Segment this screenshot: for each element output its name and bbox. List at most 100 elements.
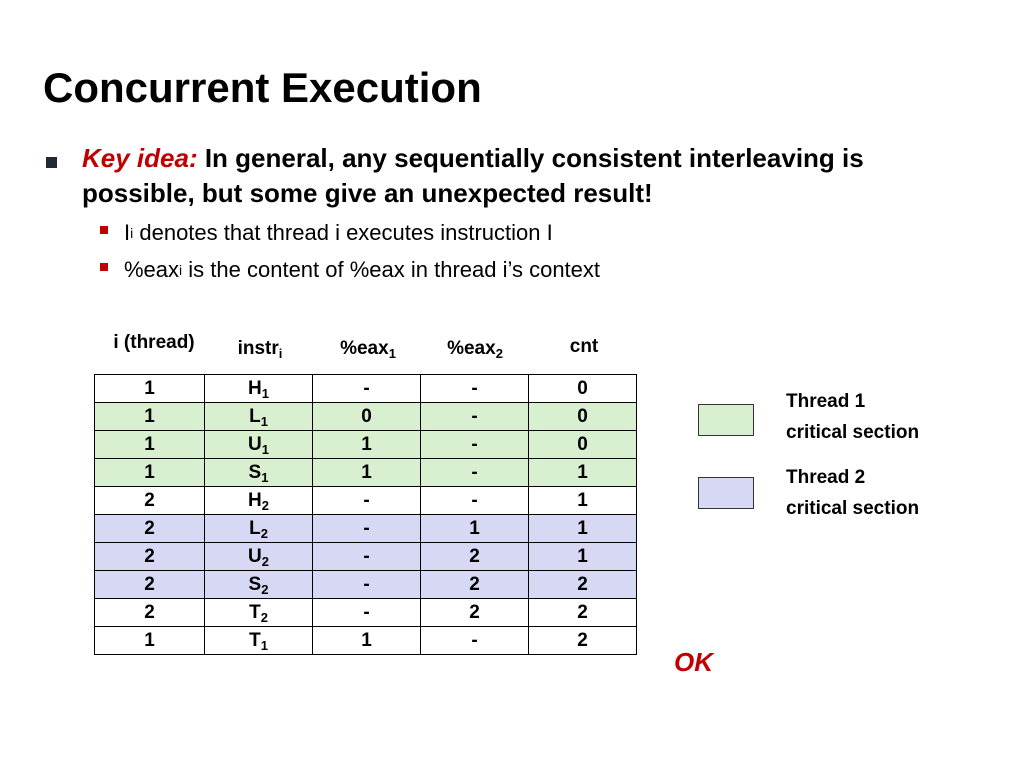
cell-instr-subscript: 1: [261, 385, 269, 401]
cell-instr: S1: [204, 458, 313, 487]
cell-thread-text: 1: [144, 377, 155, 399]
cell-cnt-text: 0: [577, 377, 588, 399]
cell-instr-subscript: 2: [261, 553, 269, 569]
cell-cnt-text: 1: [577, 461, 588, 483]
thread2-legend-swatch: [698, 477, 754, 509]
cell-instr: L1: [204, 402, 313, 431]
cell-thread-text: 1: [144, 433, 155, 455]
sub-bullet-square-icon: [100, 226, 108, 234]
cell-instr: U2: [204, 542, 313, 571]
cell-instr: U1: [204, 430, 313, 459]
header-eax2: %eax2: [420, 338, 530, 360]
cell-eax2: -: [420, 374, 529, 403]
cell-cnt: 0: [528, 402, 637, 431]
cell-instr-subscript: 1: [261, 441, 269, 457]
cell-thread: 1: [94, 458, 205, 487]
sub-bullet-1-rest: denotes that thread i executes instructi…: [133, 220, 553, 245]
cell-thread: 1: [94, 374, 205, 403]
thread1-legend-line2: critical section: [786, 422, 920, 443]
cell-thread: 2: [94, 514, 205, 543]
cell-eax2: 2: [420, 542, 529, 571]
cell-instr-text: L: [249, 517, 261, 539]
cell-eax1-text: 1: [361, 433, 372, 455]
cell-cnt: 2: [528, 570, 637, 599]
cell-instr-text: H: [248, 489, 262, 511]
header-instr: instri: [205, 338, 315, 360]
cell-thread-text: 2: [144, 489, 155, 511]
cell-cnt-text: 2: [577, 601, 588, 623]
cell-instr-subscript: 1: [260, 413, 268, 429]
cell-instr-text: S: [248, 573, 262, 595]
cell-thread-text: 2: [144, 517, 155, 539]
cell-instr-text: S: [248, 461, 262, 483]
bullet-square-icon: [44, 155, 58, 169]
cell-eax2: 2: [420, 570, 529, 599]
cell-eax1: -: [312, 514, 421, 543]
cell-cnt: 1: [528, 542, 637, 571]
cell-eax1-text: -: [363, 573, 370, 595]
cell-instr-text: T: [249, 629, 261, 651]
cell-instr-text: H: [248, 377, 262, 399]
cell-eax2-text: -: [471, 489, 478, 511]
thread1-legend-swatch: [698, 404, 754, 436]
sub-bullet-2-base: %eax: [124, 257, 180, 282]
header-eax1-subscript: 1: [388, 346, 396, 361]
sub-bullet-1-base: I: [124, 220, 131, 245]
cell-cnt-text: 2: [577, 629, 588, 651]
cell-thread-text: 2: [144, 545, 155, 567]
cell-eax1-text: 0: [361, 405, 372, 427]
cell-eax1: -: [312, 598, 421, 627]
cell-thread-text: 1: [144, 629, 155, 651]
cell-instr: L2: [204, 514, 313, 543]
cell-eax2-text: -: [471, 461, 478, 483]
cell-eax1-text: -: [363, 545, 370, 567]
cell-eax1: 1: [312, 626, 421, 655]
sub-bullet-2-rest: is the content of %eax in thread i’s con…: [182, 257, 601, 282]
cell-cnt-text: 0: [577, 433, 588, 455]
cell-instr: T1: [204, 626, 313, 655]
cell-thread: 2: [94, 542, 205, 571]
cell-cnt-text: 1: [577, 489, 588, 511]
cell-eax2: -: [420, 402, 529, 431]
slide-title: Concurrent Execution: [43, 64, 482, 111]
cell-instr: T2: [204, 598, 313, 627]
cell-eax1: 1: [312, 458, 421, 487]
cell-thread-text: 1: [144, 405, 155, 427]
cell-instr: S2: [204, 570, 313, 599]
cell-eax2-text: 2: [469, 545, 480, 567]
sub-bullet-square-icon: [100, 263, 108, 271]
thread1-legend-line1: Thread 1: [786, 391, 866, 412]
cell-cnt: 1: [528, 486, 637, 515]
cell-eax1-text: -: [363, 377, 370, 399]
cell-eax1-text: 1: [361, 461, 372, 483]
cell-cnt-text: 1: [577, 517, 588, 539]
cell-eax2: 1: [420, 514, 529, 543]
cell-eax1: 0: [312, 402, 421, 431]
header-thread: i (thread): [94, 332, 214, 354]
cell-instr-text: L: [249, 405, 261, 427]
cell-cnt: 0: [528, 430, 637, 459]
cell-cnt-text: 2: [577, 573, 588, 595]
thread2-legend-line2: critical section: [786, 498, 920, 519]
cell-eax1: -: [312, 570, 421, 599]
cell-eax2-text: -: [471, 405, 478, 427]
cell-instr: H1: [204, 374, 313, 403]
cell-eax1: -: [312, 374, 421, 403]
cell-thread: 2: [94, 486, 205, 515]
header-eax1: %eax1: [313, 338, 423, 360]
cell-eax2-text: -: [471, 377, 478, 399]
cell-cnt: 2: [528, 626, 637, 655]
result-label: OK: [674, 647, 713, 677]
cell-cnt: 2: [528, 598, 637, 627]
cell-eax2-text: 2: [469, 573, 480, 595]
